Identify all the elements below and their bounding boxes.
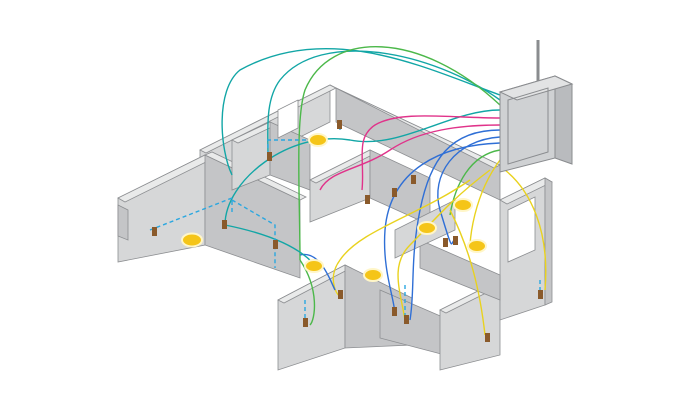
wire-magenta-2 [319,124,501,191]
lights [181,133,487,282]
wire-yellow-4 [332,179,471,297]
wire-blue-3 [383,142,501,316]
window-back [277,99,299,139]
wire-teal-3 [224,109,501,226]
wall-switch-icon [337,120,342,129]
walls [117,84,553,371]
wire-dashed-2 [231,199,276,268]
wire-magenta-1 [361,115,501,191]
wire-blue-2 [437,136,501,245]
wire-blue-1 [409,129,501,321]
wall-switch-icon [392,188,397,197]
wall-switch-icon [404,315,409,324]
wall-switch-icon [152,227,157,236]
wire-teal-1 [221,48,501,176]
wall-switch-icon [303,318,308,327]
ceiling-light-icon [453,198,473,212]
ceiling-light-icon [363,268,383,282]
ceiling-light-icon [181,232,203,248]
wire-yellow-5 [449,209,486,336]
wall-switch-icon [443,238,448,247]
wall-switch-icon [267,152,272,161]
wall-switch-icon [222,220,227,229]
wall-front-left [277,264,346,371]
wire-yellow-3 [397,169,491,321]
wall-switch-icon [338,290,343,299]
wire-green-1 [298,46,501,261]
panel-box-side [554,75,573,165]
wire-teal-4 [224,224,313,263]
ceiling-light-icon [304,259,324,273]
wire-yellow-1 [504,169,547,291]
wire-dashed-1 [149,196,233,231]
electrical-panel-icon [498,40,574,173]
wall-switch-icon [273,240,278,249]
wall-switch-icon [365,195,370,204]
wall-switch-icon [411,175,416,184]
ceiling-light-icon [417,221,437,235]
wall-switch-icon [485,333,490,342]
wall-inner-right-a [419,239,501,301]
ceiling-light-icon [467,239,487,253]
wall-left-notch [117,204,129,241]
wall-switch-icon [453,236,458,245]
switches [152,120,543,342]
wire-dashed-3 [267,139,318,155]
wire-teal-2 [267,50,501,156]
wall-switch-icon [538,290,543,299]
window-right [507,196,536,263]
wall-right-outer-side [544,177,553,306]
wire-green-2 [449,149,501,216]
wall-switch-icon [392,307,397,316]
panel-door [507,87,549,165]
ceiling-light-icon [308,133,328,147]
panel-box-top [498,75,574,101]
